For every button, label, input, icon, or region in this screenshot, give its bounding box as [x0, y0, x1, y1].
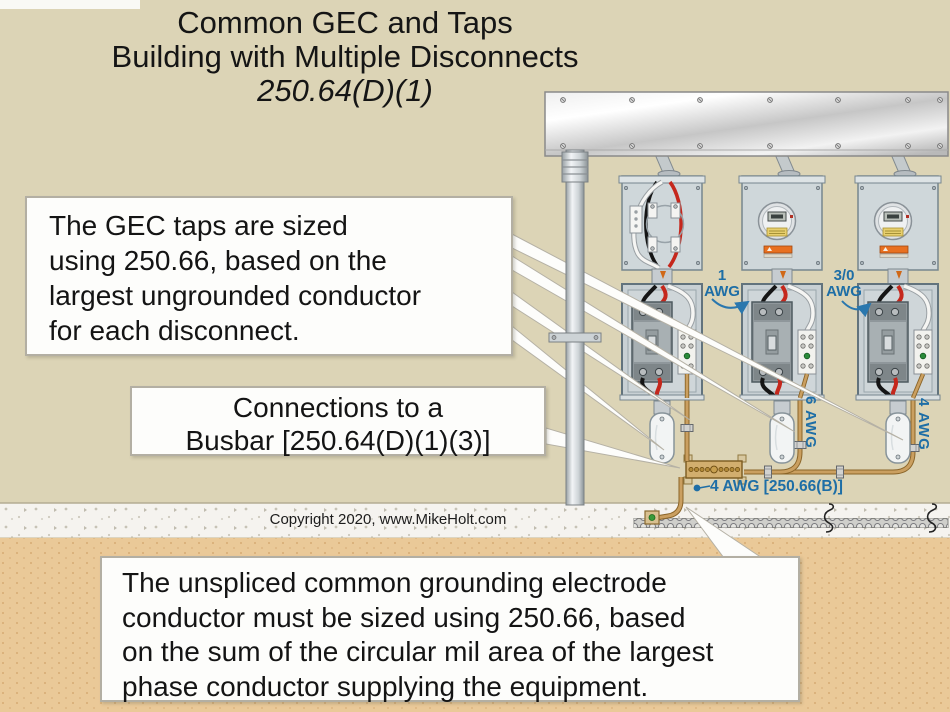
callout-gec-taps: The GEC taps are sized using 250.66, bas… — [25, 196, 513, 356]
label-disconnect2-feeder-size: 1 AWG — [698, 268, 746, 300]
title-line-1: Common GEC and Taps — [177, 5, 513, 40]
label-common-gec-size: 4 AWG [250.66(B)] — [710, 478, 843, 495]
callout-common-line: conductor must be sized using 250.66, ba… — [122, 601, 686, 633]
tie-wire-icon — [926, 503, 938, 533]
awg-unit: AWG — [704, 283, 740, 300]
title-line-2: Building with Multiple Disconnects — [111, 39, 579, 74]
title-code-reference: 250.64(D)(1) — [257, 73, 433, 108]
callout-common-gec: The unspliced common grounding electrode… — [100, 556, 800, 702]
copyright-text: Copyright 2020, www.MikeHolt.com — [269, 511, 507, 528]
awg-unit: AWG — [826, 283, 862, 300]
diagram-title: Common GEC and Taps Building with Multip… — [40, 6, 650, 108]
callout-common-line: The unspliced common grounding electrode — [122, 567, 667, 598]
callout-gec-line: The GEC taps are sized — [49, 210, 348, 241]
callout-busbar: Connections to a Busbar [250.64(D)(1)(3)… — [130, 386, 546, 456]
common-gec-conductor — [644, 477, 684, 525]
disconnect-2 — [740, 284, 824, 400]
tie-wire-icon — [823, 503, 835, 533]
callout-busbar-line: Busbar [250.64(D)(1)(3)] — [185, 425, 491, 456]
gec-tap-conductors — [680, 397, 920, 479]
awg-size: 1 — [717, 267, 727, 284]
callout-common-line: on the sum of the circular mil area of t… — [122, 636, 714, 667]
label-tap3-size: 4 AWG — [915, 398, 932, 451]
callout-busbar-line: Connections to a — [232, 392, 444, 423]
wireway — [544, 91, 949, 157]
rebar-electrode — [633, 503, 949, 533]
electric-meter — [757, 201, 797, 259]
label-disconnect3-feeder-size: 3/0 AWG — [820, 268, 868, 300]
disconnect-3 — [856, 284, 940, 400]
callout-gec-line: largest ungrounded conductor — [49, 280, 422, 311]
electric-meter — [873, 201, 913, 259]
callout-common-line: phase conductor supplying the equipment. — [122, 670, 649, 702]
service-column-3 — [855, 151, 941, 464]
meter-socket-empty — [629, 179, 685, 271]
label-tap2-size: 6 AWG — [802, 396, 819, 449]
awg-annotation-arrows — [693, 298, 872, 492]
callout-gec-line: for each disconnect. — [49, 315, 300, 346]
service-riser-conduit — [548, 149, 602, 506]
awg-size: 3/0 — [833, 267, 855, 284]
service-column-1 — [619, 151, 705, 464]
slide-edge — [0, 0, 140, 9]
callout-gec-line: using 250.66, based on the — [49, 245, 387, 276]
service-column-2 — [739, 151, 825, 464]
conduit-strap — [548, 332, 602, 343]
